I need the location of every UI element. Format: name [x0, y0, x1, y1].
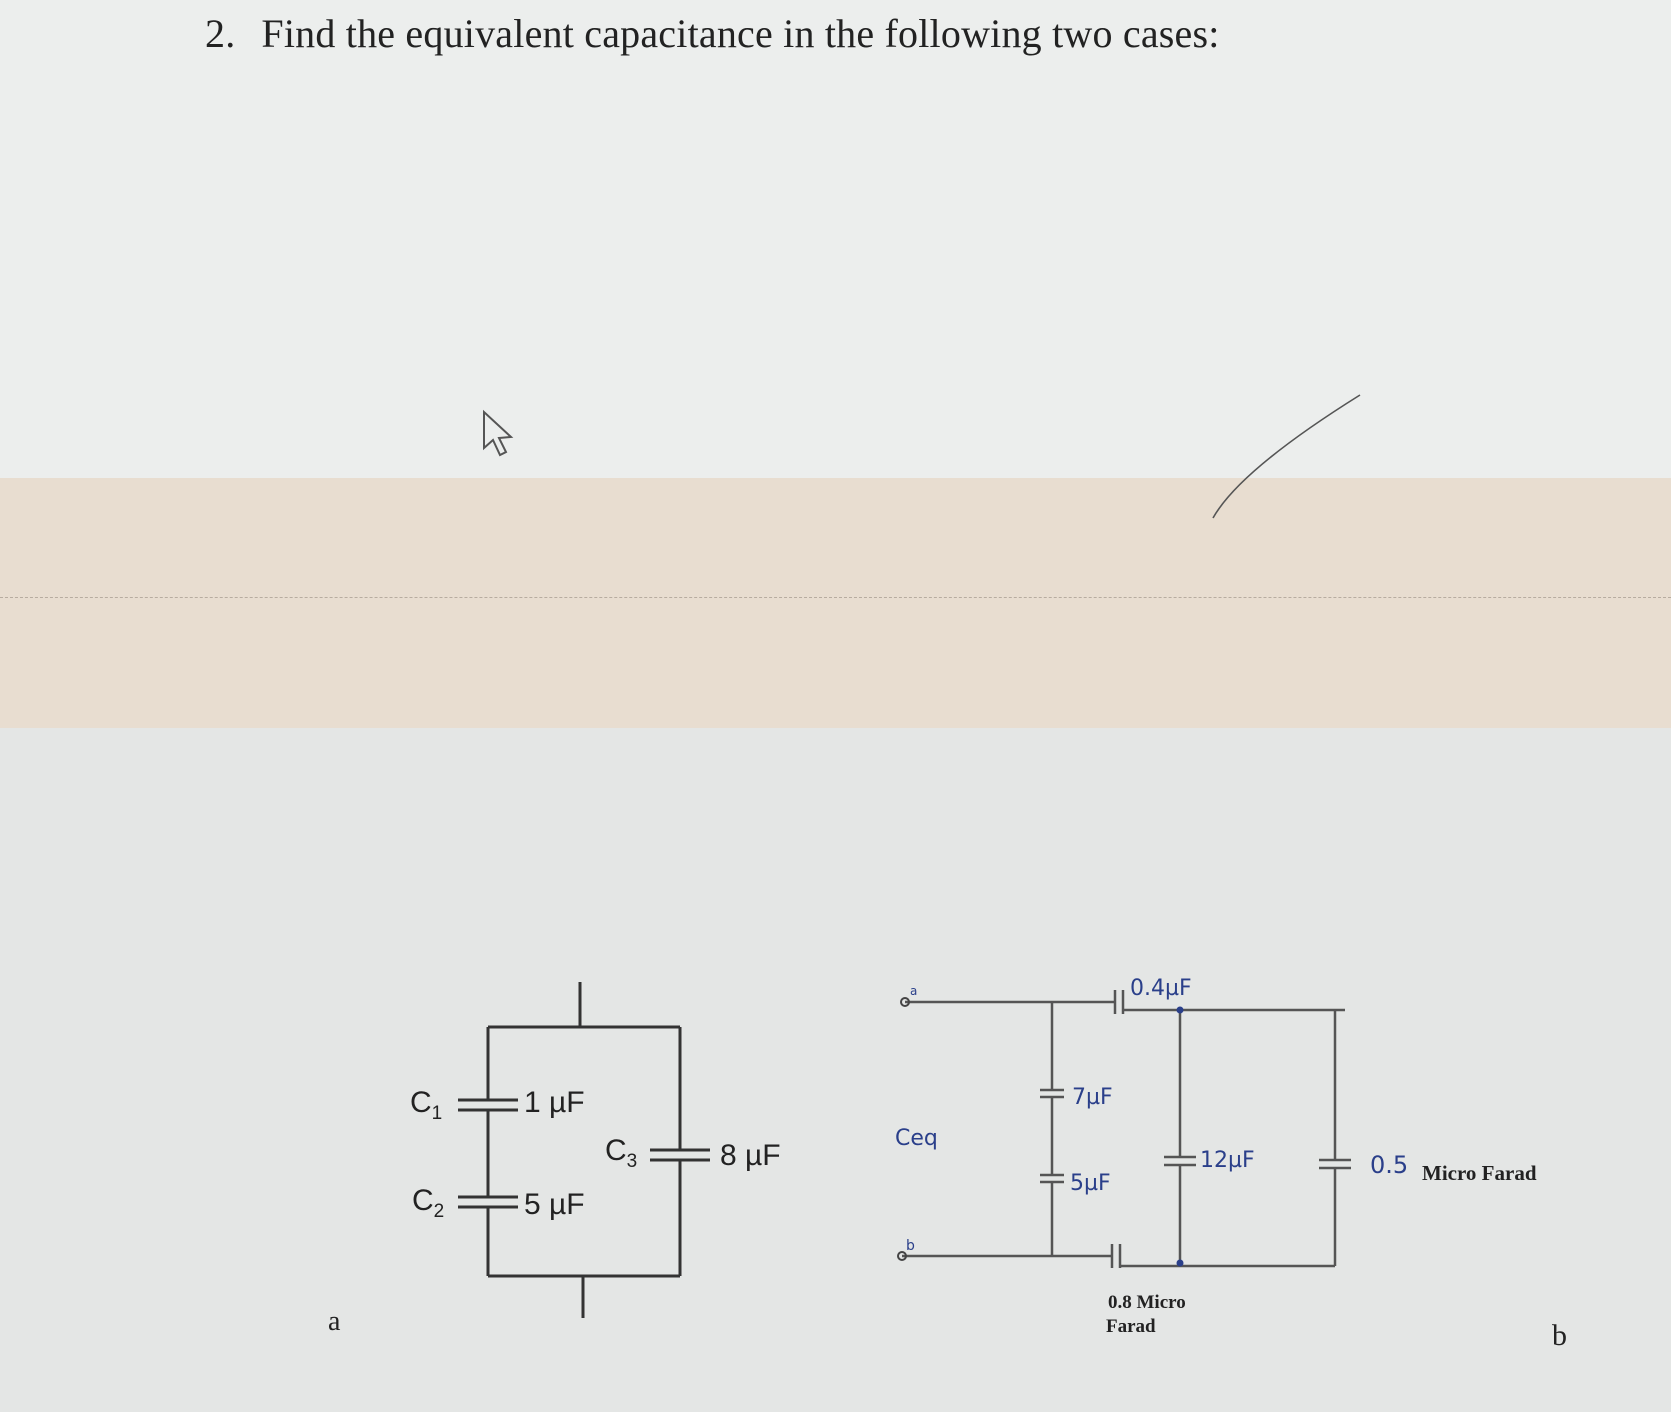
question-text: Find the equivalent capacitance in the f…	[261, 11, 1220, 56]
c3-value: 8 µF	[720, 1139, 781, 1172]
terminal-b-node	[897, 1251, 907, 1261]
question-number: 2.	[205, 11, 236, 56]
pen-stroke	[1212, 394, 1361, 519]
question-title: 2. Find the equivalent capacitance in the…	[205, 10, 1220, 57]
c1-name: C1	[410, 1086, 442, 1124]
junction-bottom	[1176, 1259, 1184, 1267]
c-bottom-label-line2: Farad	[1106, 1316, 1156, 1337]
c-right-value: 0.5	[1370, 1151, 1408, 1179]
c-right-unit: Micro Farad	[1422, 1161, 1537, 1185]
c3-name: C3	[605, 1134, 637, 1172]
ceq-label: Ceq	[895, 1126, 938, 1151]
c2-value: 5 µF	[524, 1188, 585, 1221]
terminal-a-node	[900, 997, 910, 1007]
circuit-a	[458, 982, 710, 1318]
c5-value: 5µF	[1070, 1171, 1111, 1196]
screen-lower-area	[0, 728, 1671, 1412]
junction-top	[1176, 1006, 1184, 1014]
circuit-b-label: b	[1552, 1319, 1567, 1352]
terminal-b-label: b	[906, 1238, 915, 1254]
c7-value: 7µF	[1072, 1085, 1113, 1110]
c-bottom-label-line1: 0.8 Micro	[1108, 1292, 1186, 1313]
circuit-a-label: a	[328, 1306, 341, 1337]
highlight-band	[0, 478, 1671, 728]
c12-value: 12µF	[1200, 1148, 1255, 1173]
c1-value: 1 µF	[524, 1086, 585, 1119]
dashed-divider	[0, 597, 1671, 598]
screen-upper-area	[0, 0, 1671, 478]
mouse-cursor-icon	[483, 409, 514, 457]
terminal-a-label: a	[910, 984, 917, 998]
c2-name: C2	[412, 1184, 444, 1222]
c-top-value: 0.4µF	[1130, 976, 1192, 1001]
circuit-b	[902, 990, 1351, 1268]
